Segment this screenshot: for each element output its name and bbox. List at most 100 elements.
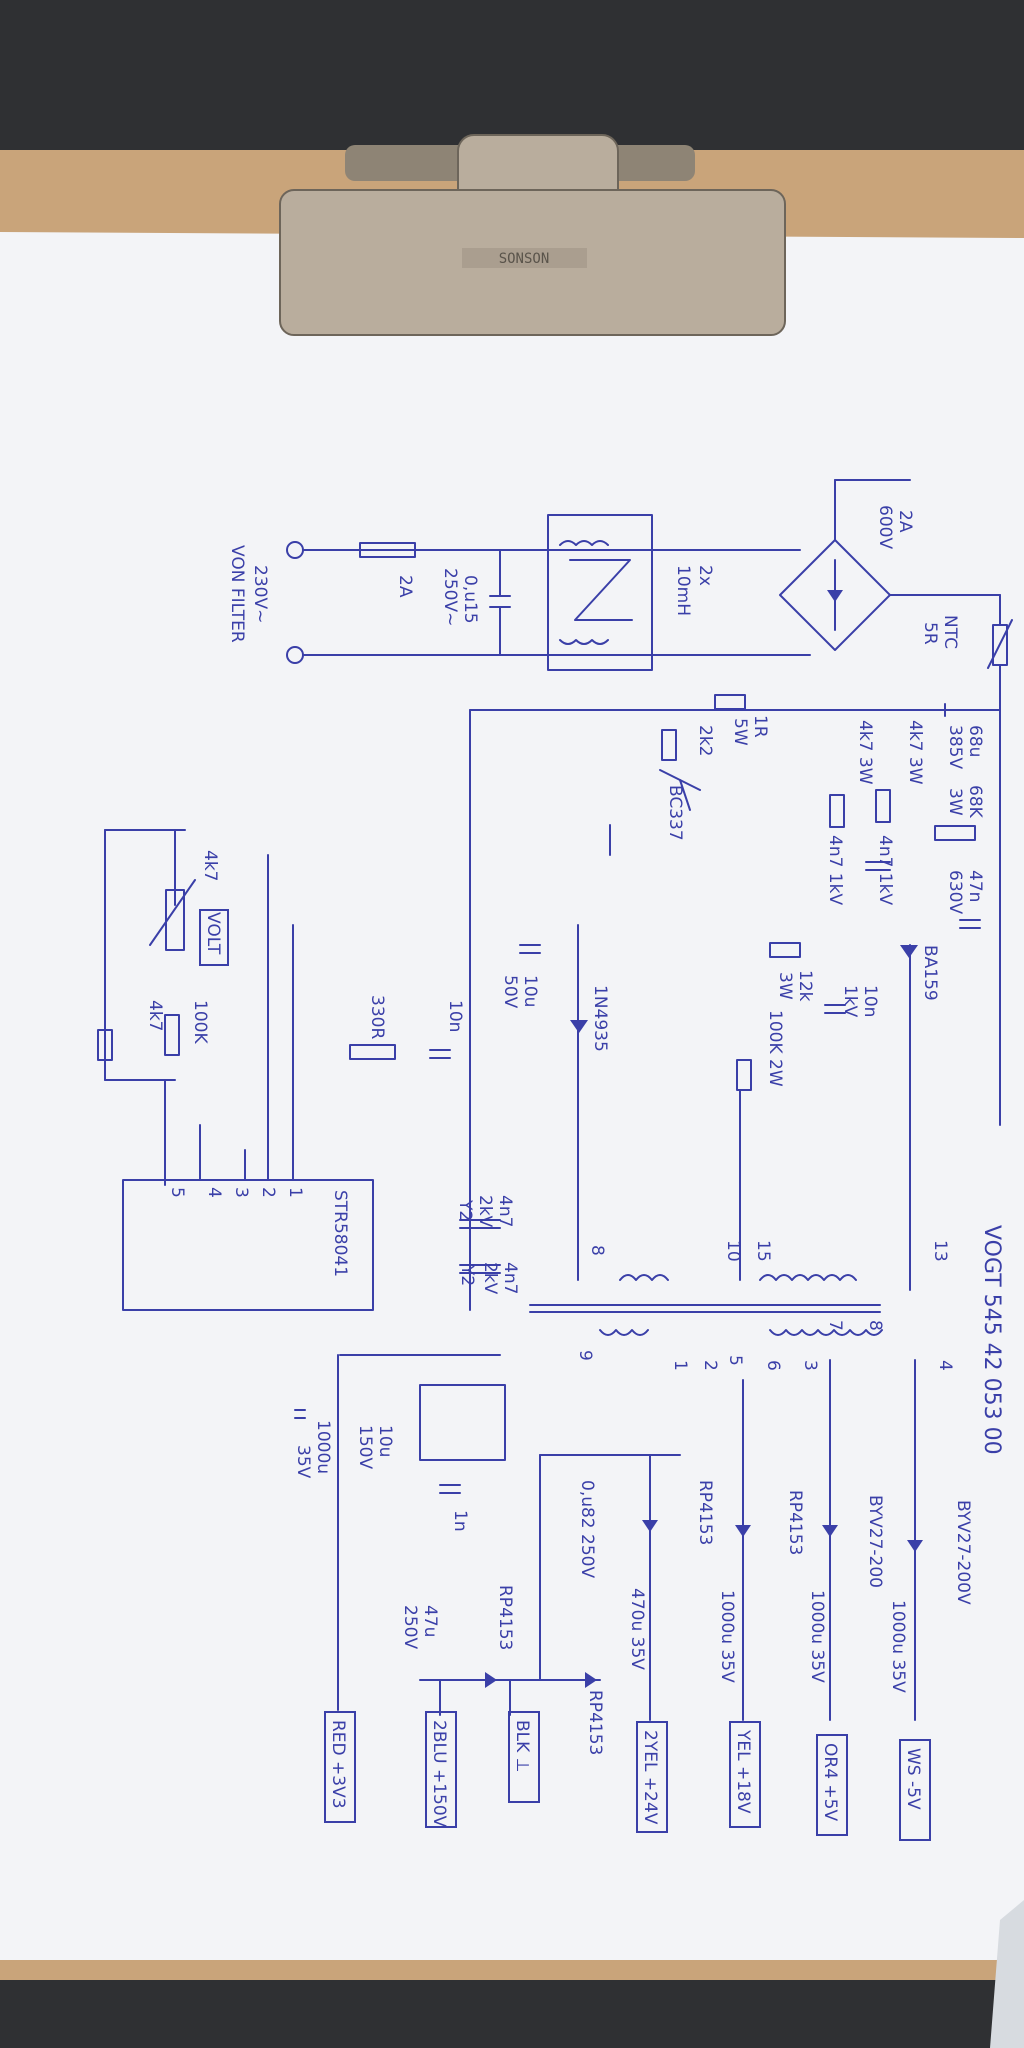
pot-4k7-label: 4k7 (200, 850, 220, 881)
primary-pin-10: 10 (723, 1240, 743, 1262)
schematic-title: VOGT 545 42 053 00 (979, 1225, 1004, 1455)
resistor-12k (769, 942, 801, 958)
fuse-label: 2A (395, 575, 415, 598)
volt-potentiometer (165, 889, 185, 951)
ruler (990, 1900, 1024, 2048)
c-10n-1kv-value: 10n (860, 985, 880, 1017)
output-or4-5v (816, 1734, 848, 1836)
resistor-100k (164, 1014, 180, 1056)
primary-pin-8: 8 (587, 1245, 607, 1256)
diode-rp4153-1 (642, 1520, 658, 1532)
r-2k2-label: 2k2 (695, 725, 715, 756)
input-label-1: 230V~ (250, 565, 270, 623)
ntc-rating: 5R (920, 622, 940, 645)
output-or4-label: OR4 +5V (820, 1743, 840, 1821)
diode-label-1: RP4153 (695, 1480, 715, 1545)
output-2yel-label: 2YEL +24V (640, 1730, 660, 1825)
y-cap-a-rating2: Y2 (455, 1199, 475, 1221)
c-1n-label: 1n (450, 1510, 470, 1532)
y-cap-b-value: 4n7 (500, 1262, 520, 1294)
fuse (359, 542, 416, 558)
secondary-pin-8: 8 (865, 1320, 885, 1331)
diode-rp-b-label: RP4153 (585, 1690, 605, 1755)
ic-str58041 (122, 1179, 374, 1311)
ic-pin-2: 2 (258, 1187, 278, 1198)
output-2blu-150v (425, 1711, 457, 1828)
r-4k7-label: 4k7 (145, 1000, 165, 1031)
c-10n-label: 10n (445, 1000, 465, 1032)
ntc-value: NTC (940, 615, 960, 649)
resistor-4k7 (97, 1029, 113, 1061)
x-cap-value: 0,u15 (460, 575, 480, 624)
secondary-pin-3: 3 (800, 1360, 820, 1371)
c-10u-value: 10u (520, 975, 540, 1007)
diode-label-3: BYV27-200 (865, 1495, 885, 1588)
y-cap-a-value: 4n7 (495, 1195, 515, 1227)
d-ba159-label: BA159 (920, 945, 940, 1001)
common-mode-choke (547, 514, 653, 671)
transistor-label: BC337 (665, 785, 685, 841)
ic-pin-4: 4 (204, 1187, 224, 1198)
diode-rp-a-label: RP4153 (495, 1585, 515, 1650)
primary-pin-13: 13 (930, 1240, 950, 1262)
resistor-1r (714, 694, 746, 710)
y-cap-a-rating1: 2kV (475, 1195, 495, 1228)
r-4k7-a-label: 4k7 3W (855, 720, 875, 785)
output-red-3v3 (324, 1711, 356, 1823)
diode-byv27-2 (907, 1540, 923, 1552)
c-10u-rating: 50V (500, 975, 520, 1009)
bridge-rating: 600V (875, 505, 895, 549)
c-10n-1kv-rating: 1kV (840, 985, 860, 1018)
output-yel-label: YEL +18V (733, 1729, 753, 1814)
cap-out-3: 1000u 35V (807, 1590, 827, 1683)
bulk-cap-value: 68u (965, 725, 985, 757)
clip-brand-text: SONSON (499, 251, 550, 267)
schematic-paper (0, 232, 1024, 1960)
diode-label-4: BYV27-200V (953, 1500, 973, 1605)
c-1000u-reg-rating: 35V (293, 1445, 313, 1479)
output-blk-gnd (508, 1711, 540, 1803)
ic-name: STR58041 (330, 1190, 350, 1277)
y-cap-b-rating1: 2kV (480, 1262, 500, 1295)
input-label-2: VON FILTER (227, 545, 247, 643)
secondary-pin-4: 4 (935, 1360, 955, 1371)
bulk-cap-rating: 385V (945, 725, 965, 769)
output-2blu-label: 2BLU +150V (429, 1720, 449, 1828)
output-ws-neg5v (899, 1739, 931, 1841)
c-47n-value: 47n (965, 870, 985, 902)
r-1r-value: 1R (750, 715, 770, 738)
bridge-rectifier (779, 539, 891, 651)
secondary-pin-1: 1 (670, 1360, 690, 1371)
c-1000u-reg-value: 1000u (313, 1420, 333, 1474)
ic-pin-1: 1 (285, 1187, 305, 1198)
c-47n-rating: 630V (945, 870, 965, 914)
y-cap-b-rating2: Y2 (457, 1264, 477, 1286)
bridge-value: 2A (895, 510, 915, 533)
choke-value: 2x (695, 565, 715, 586)
ic-pin-5: 5 (167, 1187, 187, 1198)
r-330r-label: 330R (367, 995, 387, 1039)
diode-rp4153-2 (735, 1525, 751, 1537)
resistor-4k7-a (829, 794, 845, 828)
resistor-68k (934, 825, 976, 841)
output-blk-label: BLK ⊥ (512, 1720, 532, 1773)
resistor-330r (349, 1044, 396, 1060)
r-68k-rating: 3W (945, 788, 965, 816)
c-47u-value: 47u (420, 1605, 440, 1637)
secondary-pin-5: 5 (725, 1355, 745, 1366)
volt-box-label: VOLT (203, 912, 223, 955)
resistor-4k7-b (875, 789, 891, 823)
zener-label: 1N4935 (590, 985, 610, 1052)
volt-box (199, 909, 229, 966)
output-yel-18v (729, 1721, 761, 1828)
c-10u-150v-rating: 150V (355, 1425, 375, 1469)
secondary-pin-6: 6 (763, 1360, 783, 1371)
r-100k-label: 100K (190, 1000, 210, 1044)
r-100k-2w-label: 100K 2W (765, 1010, 785, 1087)
r-12k-value: 12k (795, 970, 815, 1002)
r-68k-value: 68K (965, 785, 985, 819)
c-10u-150v-value: 10u (375, 1425, 395, 1457)
primary-pin-15: 15 (753, 1240, 773, 1262)
voltage-regulator (419, 1384, 506, 1461)
